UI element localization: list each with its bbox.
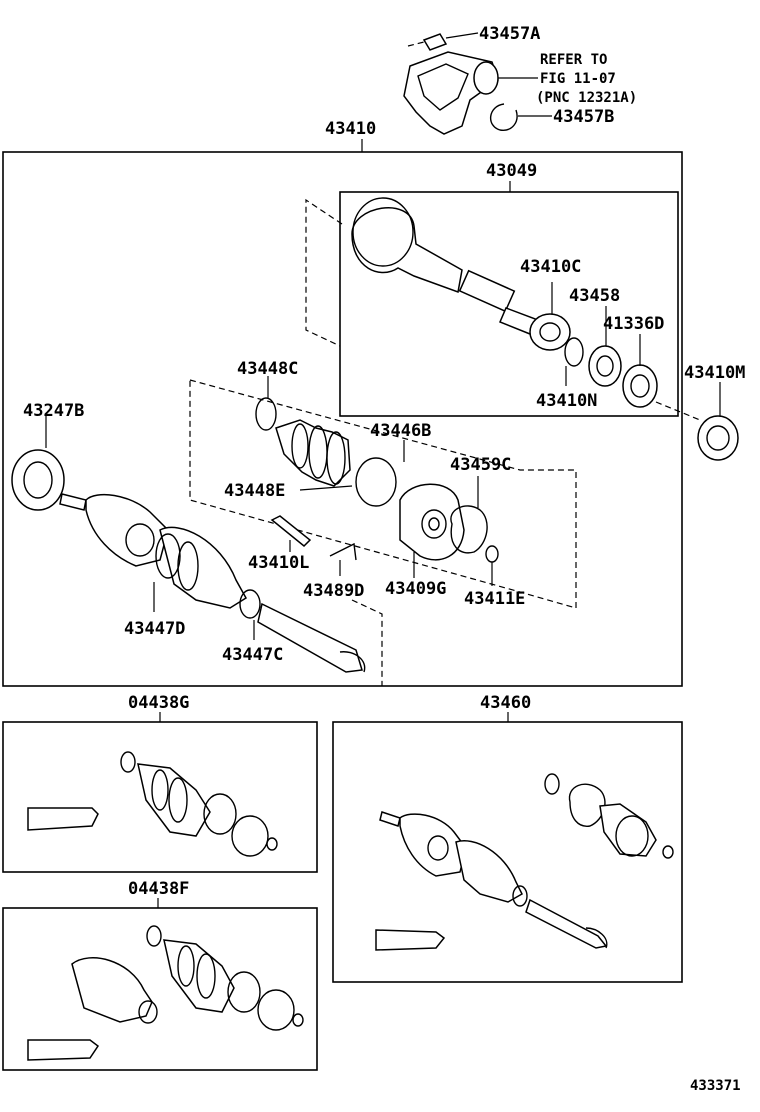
clamp-43459c <box>450 476 488 554</box>
bracket <box>403 51 538 135</box>
label-43458: 43458 <box>569 286 620 306</box>
refer-text-line3: (PNC 12321A) <box>536 90 637 106</box>
label-04438f: 04438F <box>128 879 189 899</box>
label-43410m: 43410M <box>684 363 745 383</box>
label-43410n: 43410N <box>536 391 597 411</box>
clamp-43448e <box>299 485 353 491</box>
label-43448e: 43448E <box>224 481 285 501</box>
tripod-43410c <box>529 282 571 351</box>
label-43447d: 43447D <box>124 619 185 639</box>
outboard-shaft <box>59 493 366 673</box>
label-43049: 43049 <box>486 161 537 181</box>
shaft-assembly-43460-box <box>332 721 683 983</box>
snap-ring-43457b <box>490 103 552 131</box>
boot-43446b <box>275 419 405 507</box>
label-04438g: 04438G <box>128 693 189 713</box>
refer-text-line2: FIG 11-07 <box>540 71 616 87</box>
label-43457a: 43457A <box>479 24 540 44</box>
boot-kit-04438g-box <box>2 721 318 873</box>
clamp-43448c <box>255 376 277 431</box>
bearing-bracket-assembly <box>403 32 552 135</box>
outer-joint-43409g <box>399 483 465 578</box>
label-43410l: 43410L <box>248 553 309 573</box>
label-43409g: 43409G <box>385 579 446 599</box>
bearing-43458 <box>588 306 622 387</box>
label-43489d: 43489D <box>303 581 364 601</box>
shaft-assembly-43460 <box>375 773 674 951</box>
boot-kit-04438f-box <box>2 907 318 1071</box>
seal-43410m <box>697 382 739 461</box>
label-43411e: 43411E <box>464 589 525 609</box>
clip-43489d <box>329 542 357 576</box>
label-43457b: 43457B <box>553 107 614 127</box>
label-43459c: 43459C <box>450 455 511 475</box>
dust-seal-43247b <box>11 416 65 511</box>
label-43410: 43410 <box>325 119 376 139</box>
snap-ring-43410n <box>564 337 584 386</box>
bolt-43457a <box>407 32 479 51</box>
inner-joint-box <box>339 191 679 417</box>
refer-text-line1: REFER TO <box>540 52 607 68</box>
ring-43411e <box>485 545 499 586</box>
label-43410c: 43410C <box>520 257 581 277</box>
bolt-43410l <box>270 515 312 552</box>
oil-seal-41336d <box>622 334 658 408</box>
label-43448c: 43448C <box>237 359 298 379</box>
label-43247b: 43247B <box>23 401 84 421</box>
label-41336d: 41336D <box>603 314 664 334</box>
label-43460: 43460 <box>480 693 531 713</box>
label-43447c: 43447C <box>222 645 283 665</box>
inner-joint-housing <box>351 197 540 335</box>
label-43446b: 43446B <box>370 421 431 441</box>
figure-number: 433371 <box>690 1078 741 1094</box>
main-assembly-box <box>2 151 683 687</box>
boot-kit-04438f <box>27 925 304 1061</box>
boot-kit-04438g <box>27 751 278 857</box>
